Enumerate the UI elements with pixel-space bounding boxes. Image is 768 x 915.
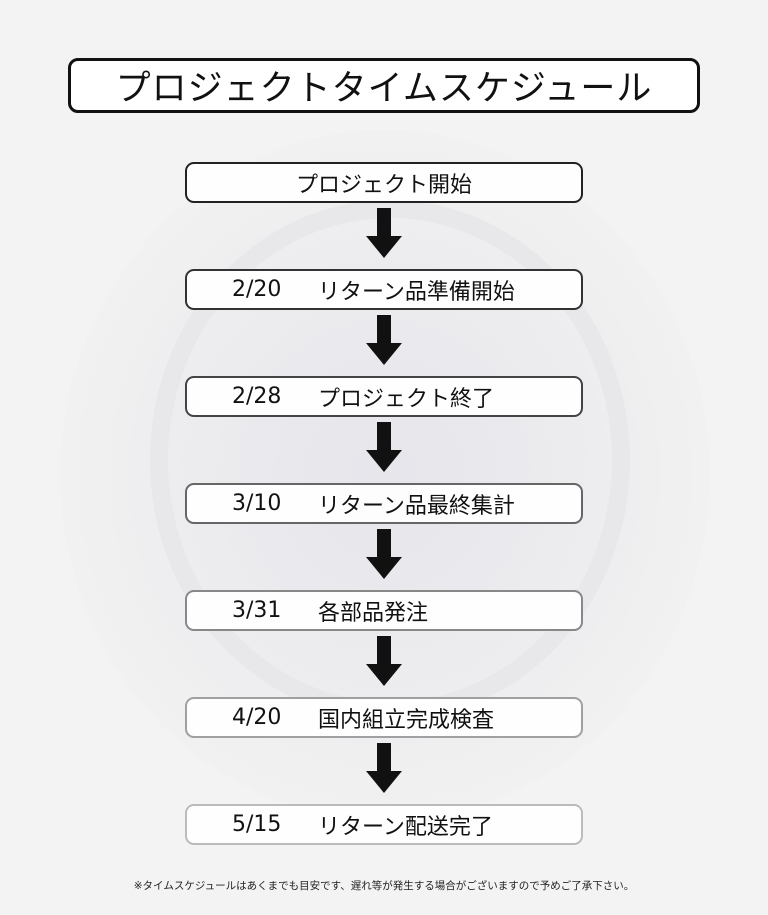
step-label: リターン配送完了 [318, 814, 493, 840]
page-title: プロジェクトタイムスケジュール [68, 58, 700, 113]
step-label: リターン品準備開始 [318, 279, 515, 305]
arrow-down-icon [366, 315, 402, 365]
step-label: リターン品最終集計 [318, 493, 515, 519]
step-label: 各部品発注 [318, 600, 429, 626]
arrow-down-icon [366, 636, 402, 686]
step-date: 4/20 [232, 705, 282, 730]
step-date: 2/28 [232, 384, 282, 409]
timeline-step: 2/20 リターン品準備開始 [185, 269, 583, 310]
step-label: プロジェクト開始 [295, 172, 472, 198]
footnote: ※タイムスケジュールはあくまでも目安です、遅れ等が発生する場合がございますので予… [133, 880, 635, 892]
timeline-step: プロジェクト開始 [185, 162, 583, 203]
arrow-down-icon [366, 529, 402, 579]
step-date: 2/20 [232, 277, 282, 302]
arrow-down-icon [366, 422, 402, 472]
timeline-step: 3/10 リターン品最終集計 [185, 483, 583, 524]
timeline-step: 2/28 プロジェクト終了 [185, 376, 583, 417]
step-date: 3/10 [232, 491, 282, 516]
timeline-step: 3/31 各部品発注 [185, 590, 583, 631]
step-date: 5/15 [232, 812, 282, 837]
step-label: プロジェクト終了 [318, 386, 495, 412]
arrow-down-icon [366, 208, 402, 258]
step-label: 国内組立完成検査 [318, 707, 495, 733]
step-date: 3/31 [232, 598, 282, 623]
arrow-down-icon [366, 743, 402, 793]
timeline-step: 5/15 リターン配送完了 [185, 804, 583, 845]
timeline-step: 4/20 国内組立完成検査 [185, 697, 583, 738]
